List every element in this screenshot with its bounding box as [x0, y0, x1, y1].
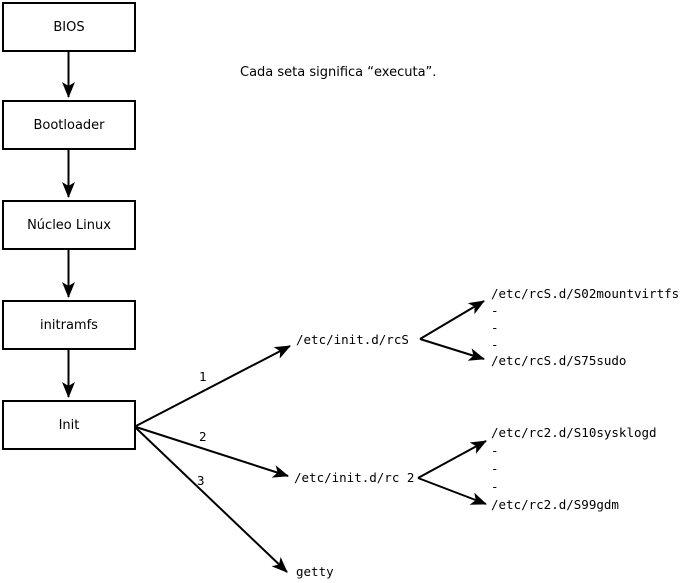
arrow-init-to-rcs: [135, 345, 291, 427]
rcs-ellipsis-dash: -: [491, 320, 499, 335]
box-bootloader-label: Bootloader: [33, 117, 105, 133]
arrow-init-to-rc2: [135, 426, 289, 478]
arrow-rc2-to-s99gdm: [417, 477, 487, 505]
arrow-rc2-to-s10sysklogd: [417, 440, 487, 479]
box-nucleo-linux-label: Núcleo Linux: [27, 217, 111, 233]
label-getty: getty: [296, 564, 334, 579]
box-init-label: Init: [58, 417, 80, 433]
box-bios-label: BIOS: [53, 19, 85, 35]
arrow-rcs-to-s02mountvirtfs: [419, 300, 485, 340]
arrow-rcs-to-s75sudo: [419, 338, 485, 361]
box-bios: BIOS: [2, 2, 136, 52]
label-rc2-last-script: /etc/rc2.d/S99gdm: [491, 497, 619, 512]
rcs-ellipsis-dash: -: [491, 337, 499, 352]
box-bootloader: Bootloader: [2, 100, 136, 150]
branch-number-1: 1: [199, 369, 207, 384]
rc2-ellipsis-dash: -: [491, 479, 499, 494]
rc2-ellipsis-dash: -: [491, 443, 499, 458]
label-etc-init-d-rc2: /etc/init.d/rc 2: [294, 470, 415, 485]
box-init: Init: [2, 400, 136, 450]
label-etc-init-d-rcs: /etc/init.d/rcS: [296, 332, 409, 347]
branch-number-3: 3: [197, 473, 205, 488]
arrow-init-to-getty: [135, 427, 288, 573]
box-initramfs-label: initramfs: [40, 317, 98, 333]
label-rcs-first-script: /etc/rcS.d/S02mountvirtfs: [491, 286, 680, 301]
box-initramfs: initramfs: [2, 300, 136, 350]
branch-number-2: 2: [199, 429, 207, 444]
box-nucleo-linux: Núcleo Linux: [2, 200, 136, 250]
label-rcs-last-script: /etc/rcS.d/S75sudo: [491, 353, 627, 368]
rc2-ellipsis-dash: -: [491, 461, 499, 476]
caption-arrows-meaning: Cada seta significa “executa”.: [240, 65, 437, 80]
rcs-ellipsis-dash: -: [491, 303, 499, 318]
label-rc2-first-script: /etc/rc2.d/S10sysklogd: [491, 425, 657, 440]
